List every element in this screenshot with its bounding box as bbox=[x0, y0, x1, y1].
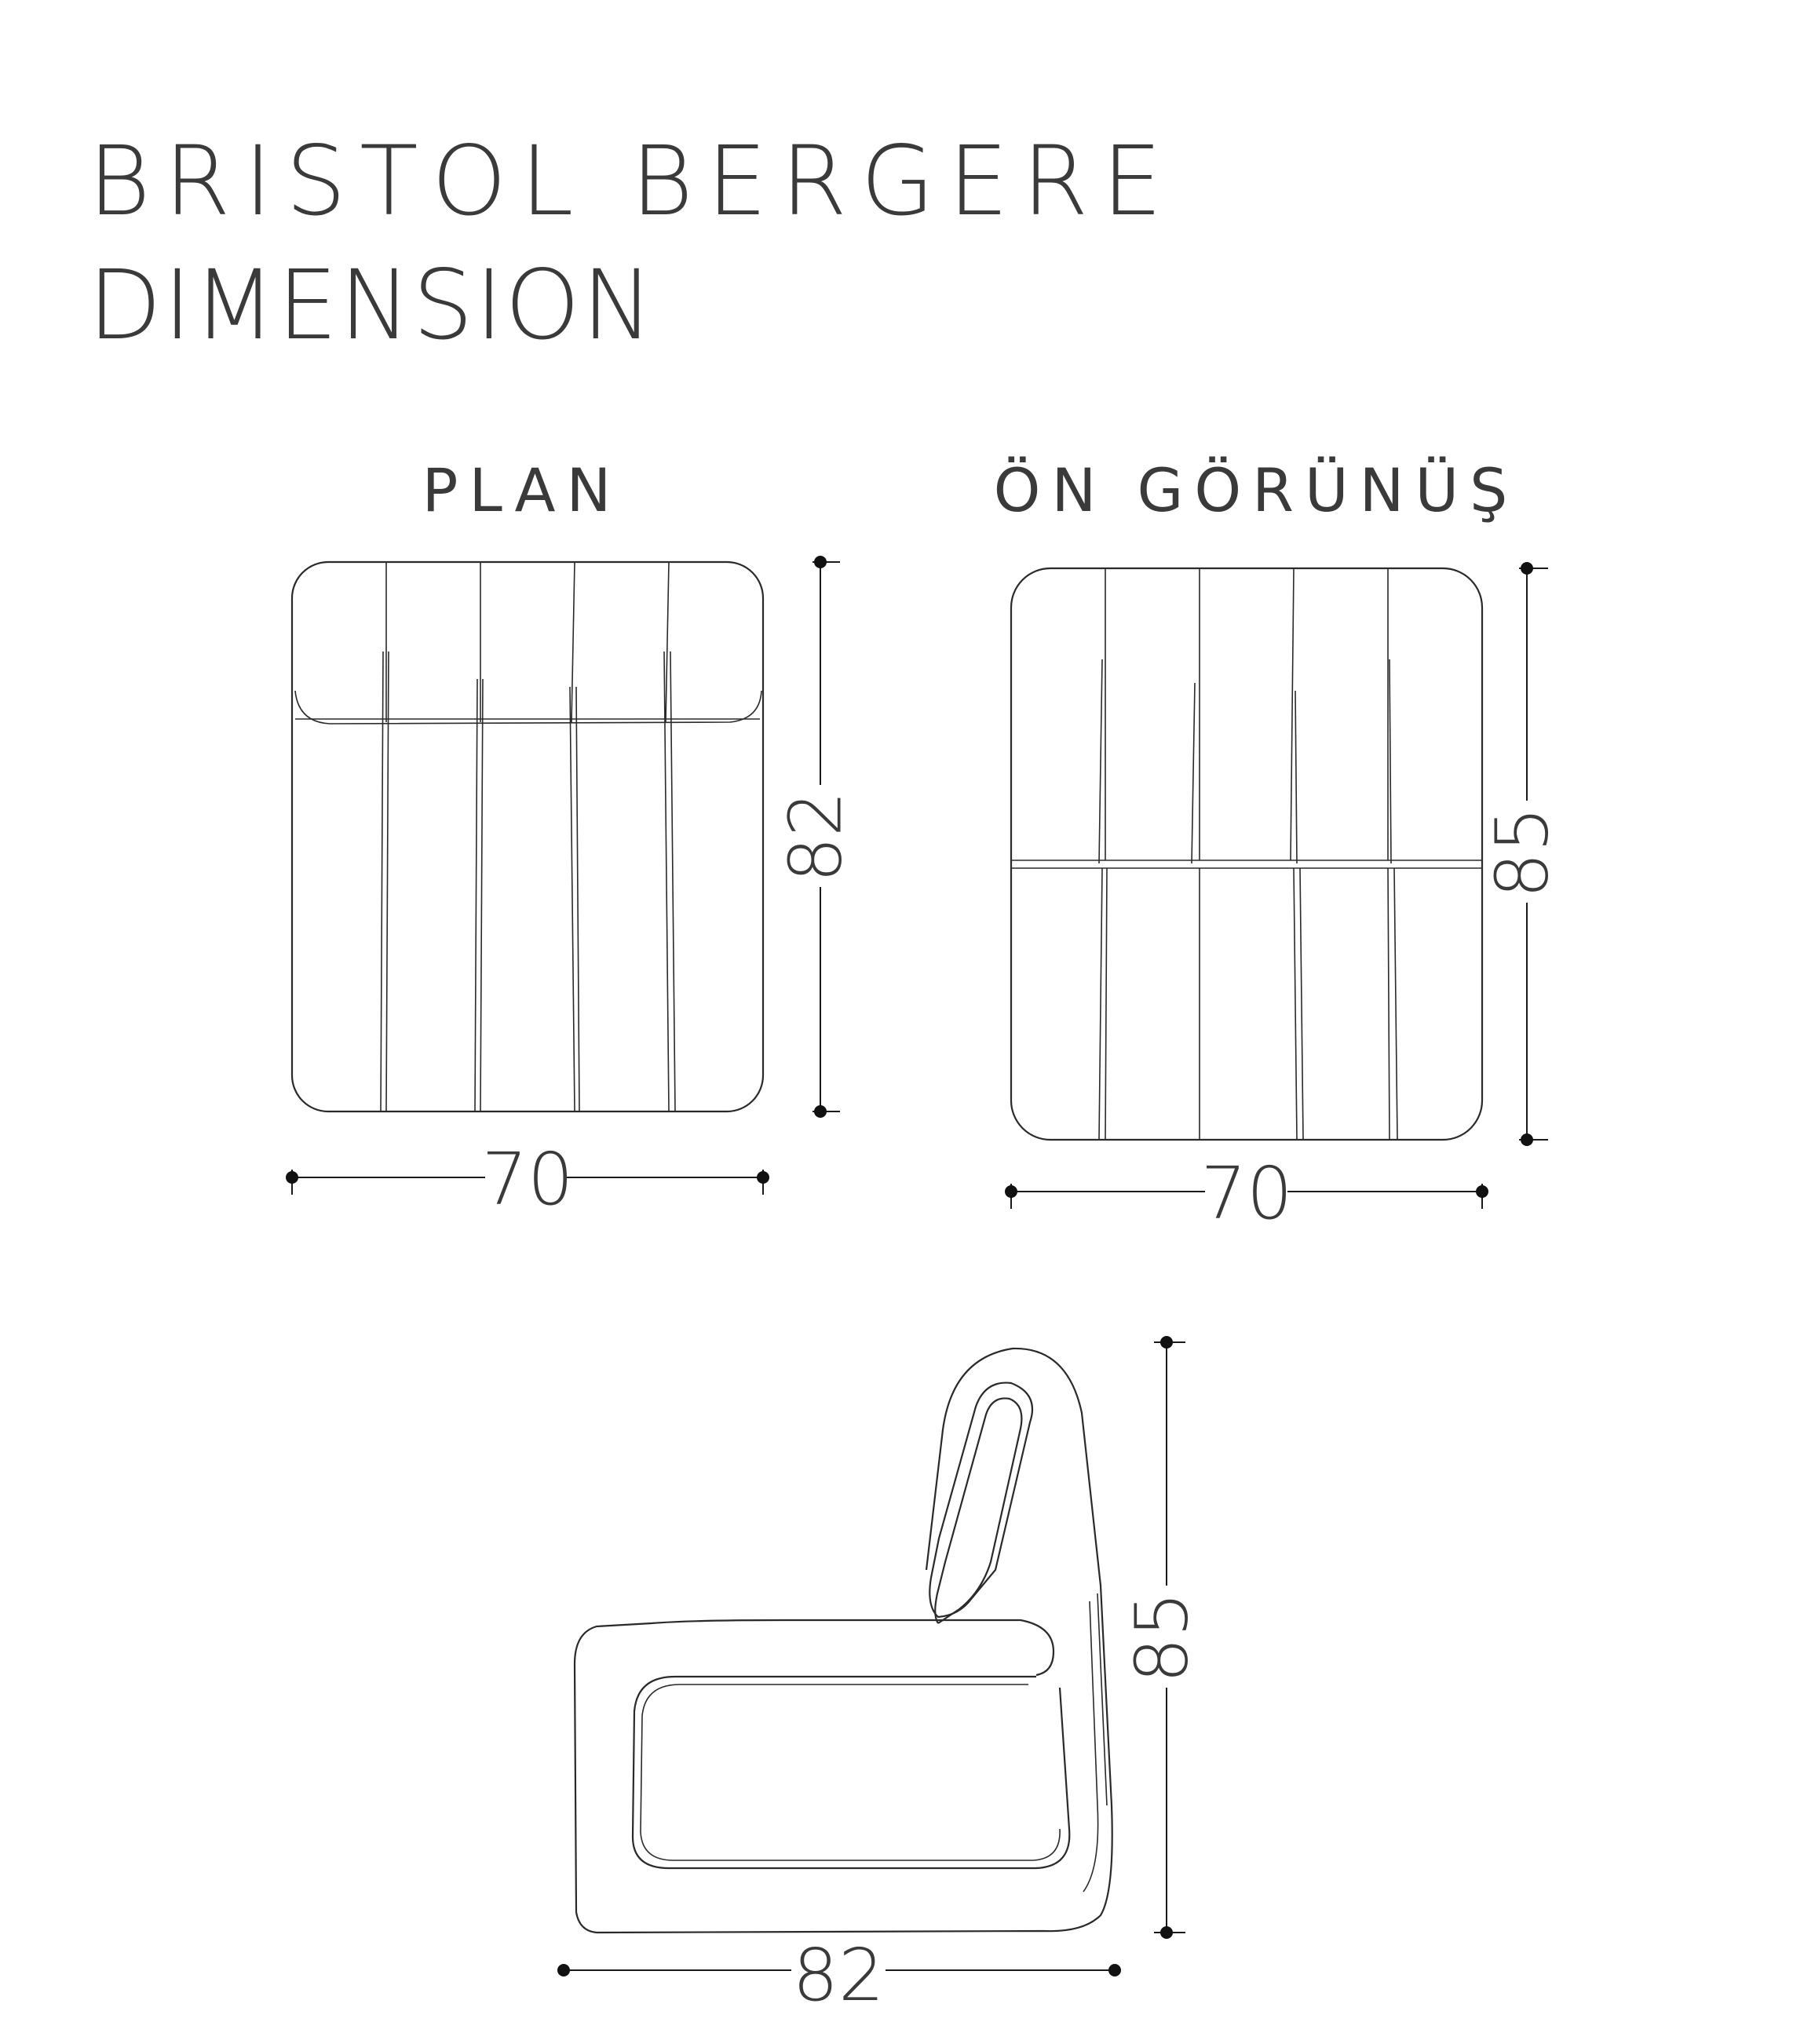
side-depth-dimension: 82 bbox=[557, 1933, 1121, 2017]
title-line-2: DIMENSION bbox=[88, 250, 656, 361]
plan-outline bbox=[290, 560, 765, 1113]
front-height-dimension: 85 bbox=[1481, 562, 1565, 1146]
plan-width-label: 70 bbox=[481, 1137, 573, 1221]
side-seat-cushion bbox=[631, 1675, 1071, 1870]
side-depth-label: 82 bbox=[792, 1933, 884, 2017]
plan-channel-2 bbox=[474, 562, 484, 1112]
side-height-label: 85 bbox=[1120, 1591, 1204, 1683]
plan-width-dimension: 70 bbox=[286, 1137, 769, 1221]
plan-channel-1 bbox=[380, 562, 389, 1112]
title-line-1: BRISTOL BERGERE bbox=[88, 126, 1176, 237]
plan-depth-label: 82 bbox=[774, 790, 858, 882]
side-view-drawing bbox=[573, 1347, 1113, 1934]
front-view-drawing bbox=[1010, 567, 1484, 1141]
plan-view-drawing bbox=[290, 560, 765, 1113]
plan-view-label: PLAN bbox=[422, 455, 623, 525]
side-height-dimension: 85 bbox=[1120, 1336, 1204, 1939]
front-channel-3 bbox=[1290, 568, 1304, 1141]
front-channel-2 bbox=[1191, 568, 1200, 1140]
plan-depth-dimension: 82 bbox=[774, 556, 858, 1118]
front-width-dimension: 70 bbox=[1005, 1152, 1488, 1236]
front-width-label: 70 bbox=[1200, 1152, 1292, 1236]
plan-channel-4 bbox=[663, 561, 676, 1112]
plan-channel-3 bbox=[569, 561, 580, 1112]
front-outline bbox=[1010, 567, 1484, 1141]
front-channel-4 bbox=[1387, 568, 1398, 1141]
front-height-label: 85 bbox=[1481, 806, 1565, 898]
side-outer-profile bbox=[929, 1382, 1034, 1619]
front-view-label: ÖN GÖRÜNÜŞ bbox=[993, 455, 1519, 525]
plan-backrest-edge bbox=[294, 690, 762, 725]
front-channel-1 bbox=[1098, 568, 1108, 1141]
